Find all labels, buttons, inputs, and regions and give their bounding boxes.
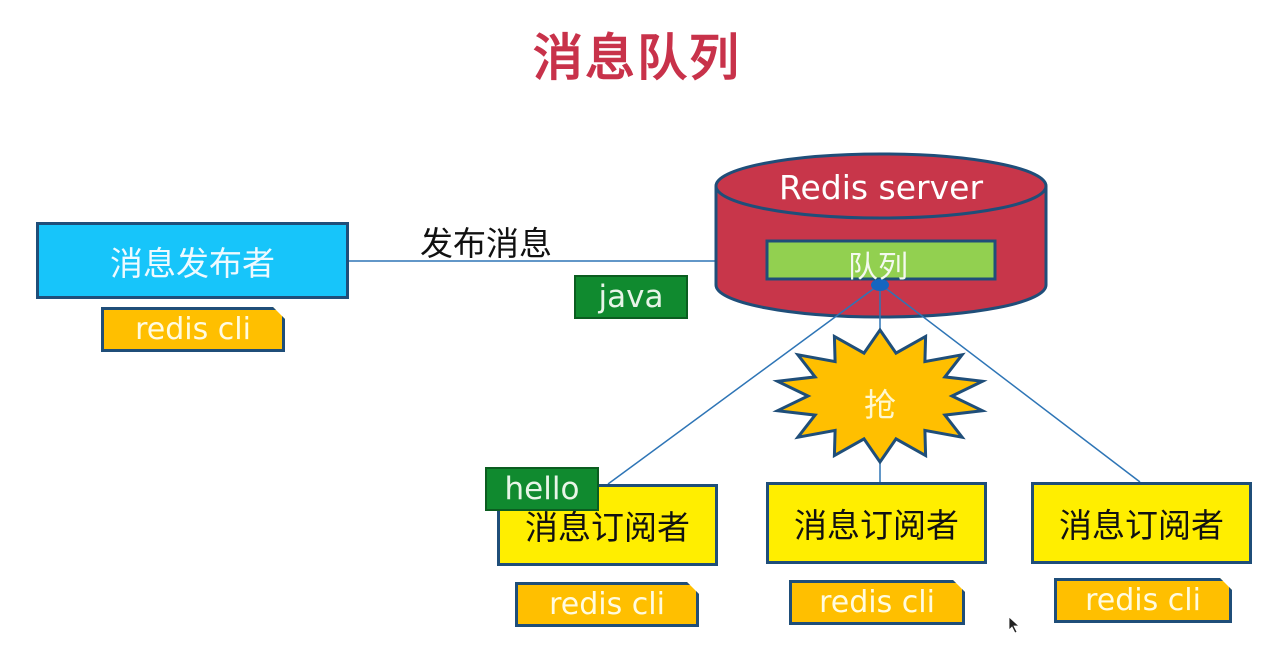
subscriber-label: 消息订阅者 (794, 506, 959, 545)
subscriber-client-label: redis cli (819, 585, 935, 620)
queue-bar (765, 239, 997, 281)
subscriber-client-tag-2: redis cli (789, 580, 965, 625)
subscriber-label: 消息订阅者 (525, 508, 690, 547)
publish-edge-label: 发布消息 (420, 224, 552, 263)
publisher-label: 消息发布者 (110, 243, 275, 283)
publisher-client-label: redis cli (135, 312, 251, 347)
subscriber-edge-1 (607, 283, 881, 485)
subscriber-node-1: 消息订阅者 (497, 484, 718, 566)
publisher-client-tag: redis cli (101, 307, 285, 352)
contention-starburst (772, 327, 988, 465)
mouse-cursor-icon (1008, 616, 1021, 634)
subscriber-client-label: redis cli (549, 587, 665, 622)
subscriber-client-tag-3: redis cli (1054, 578, 1232, 623)
subscriber-client-label: redis cli (1085, 583, 1201, 618)
received-message-label: hello (504, 471, 580, 507)
subscriber-label: 消息订阅者 (1059, 506, 1224, 545)
subscriber-node-2: 消息订阅者 (766, 482, 987, 564)
received-message-tag: hello (485, 467, 599, 511)
redis-server-label: Redis server (779, 168, 984, 207)
java-client-label: java (598, 279, 664, 315)
subscriber-edge-3 (879, 283, 1141, 483)
queue-label: 队列 (848, 250, 908, 285)
queue-connector-dot (871, 279, 889, 291)
page-title: 消息队列 (533, 29, 741, 87)
subscriber-node-3: 消息订阅者 (1031, 482, 1252, 564)
contention-label: 抢 (864, 386, 897, 424)
java-client-tag: java (574, 275, 688, 319)
publisher-node: 消息发布者 (36, 222, 349, 299)
subscriber-client-tag-1: redis cli (515, 582, 699, 627)
